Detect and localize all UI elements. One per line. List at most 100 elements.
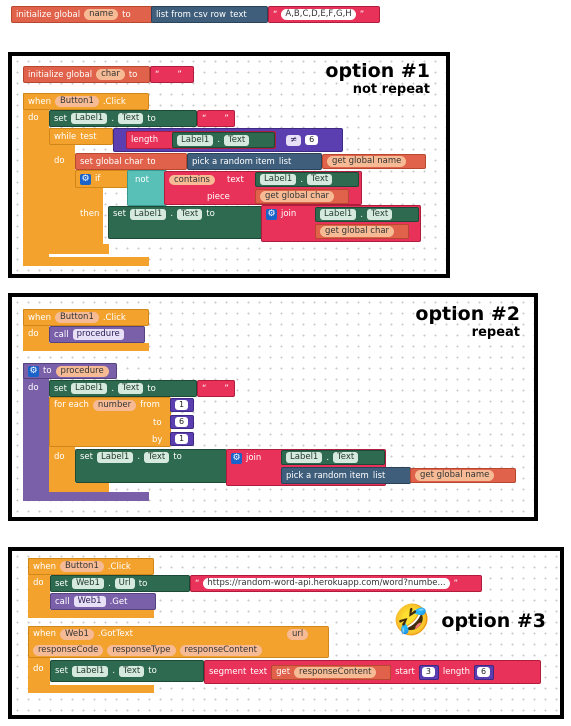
get-response-content-block[interactable]: get responseContent: [271, 664, 392, 680]
get-global-name-field[interactable]: get global name: [327, 156, 407, 167]
pick-random-item-block[interactable]: pick a random item list: [281, 467, 411, 484]
get-global-char-block[interactable]: get global char: [315, 224, 409, 239]
for-each-number-block[interactable]: for each number from: [49, 397, 171, 447]
param-code-field[interactable]: responseCode: [33, 644, 104, 656]
set-label1-text-block[interactable]: set Label1 . Text to: [50, 660, 204, 682]
global-var-char-field[interactable]: char: [96, 69, 125, 80]
loop-var-field[interactable]: number: [92, 400, 137, 411]
empty-text-block[interactable]: “”: [197, 380, 235, 397]
property-dropdown[interactable]: Text: [119, 665, 145, 677]
property-dropdown[interactable]: Text: [224, 134, 250, 146]
url-text-block[interactable]: “ https://random-word-api.herokuapp.com/…: [190, 575, 482, 592]
property-dropdown[interactable]: Text: [118, 383, 144, 394]
number-field[interactable]: 3: [421, 667, 435, 677]
not-block[interactable]: not: [127, 170, 167, 206]
if-block[interactable]: ⚙ if: [75, 170, 129, 188]
gear-icon[interactable]: ⚙: [28, 365, 39, 377]
property-dropdown[interactable]: Text: [118, 113, 144, 124]
call-procedure-block[interactable]: call procedure: [49, 326, 145, 343]
component-dropdown[interactable]: Label1: [71, 113, 108, 124]
when-button1-click-event[interactable]: when Button1 .Click: [23, 93, 149, 110]
empty-text-block[interactable]: “ ”: [150, 66, 194, 83]
to-procedure-block[interactable]: ⚙ to procedure: [23, 363, 117, 379]
component-dropdown[interactable]: Label1: [72, 665, 109, 677]
segment-block[interactable]: segment text get responseContent start 3…: [204, 660, 541, 684]
property-dropdown[interactable]: Text: [333, 452, 359, 463]
gear-icon[interactable]: ⚙: [266, 209, 277, 220]
gear-icon[interactable]: ⚙: [231, 453, 242, 464]
set-label1-text-block[interactable]: set Label1 . Text to: [49, 110, 197, 127]
component-dropdown[interactable]: Label1: [71, 383, 108, 394]
empty-text-block[interactable]: “”: [197, 110, 235, 127]
number-field[interactable]: 6: [175, 417, 189, 427]
component-field[interactable]: Web1: [59, 629, 94, 640]
component-dropdown[interactable]: Web1: [72, 578, 104, 589]
get-global-char-field[interactable]: get global char: [320, 226, 395, 237]
while-test-block[interactable]: while test: [49, 128, 113, 145]
component-field[interactable]: Button1: [59, 561, 104, 572]
get-global-name-field[interactable]: get global name: [415, 470, 495, 481]
property-dropdown[interactable]: Text: [367, 209, 393, 220]
label1-text-getter[interactable]: Label1 . Text: [172, 132, 275, 148]
init-global-char-block[interactable]: initialize global char to: [23, 66, 150, 83]
label1-text-getter[interactable]: Label1 . Text: [281, 450, 385, 465]
get-global-name-block[interactable]: get global name: [410, 468, 516, 483]
gear-icon[interactable]: ⚙: [80, 173, 91, 185]
pick-random-item-block[interactable]: pick a random item list: [187, 153, 322, 170]
component-dropdown[interactable]: Label1: [97, 452, 134, 463]
number-six-field[interactable]: 6: [305, 135, 319, 145]
number-field[interactable]: 6: [476, 667, 491, 677]
do-label: do: [28, 383, 39, 393]
get-global-name-block[interactable]: get global name: [322, 154, 426, 169]
param-content-field[interactable]: responseContent: [179, 644, 262, 656]
global-var-name-field[interactable]: name: [84, 9, 119, 20]
param-url-field[interactable]: url: [286, 629, 309, 640]
procedure-dropdown[interactable]: procedure: [72, 329, 124, 340]
property-dropdown[interactable]: Text: [307, 174, 333, 185]
component-dropdown[interactable]: Web1: [73, 596, 106, 607]
number-from-block[interactable]: 1: [170, 398, 194, 412]
get-global-char-field[interactable]: get global char: [260, 191, 335, 202]
neq-operator[interactable]: ≠ 6: [282, 132, 340, 148]
component-field[interactable]: Button1: [54, 96, 99, 107]
when-button1-click-event[interactable]: when Button1 .Click: [23, 309, 149, 326]
csv-text-block[interactable]: “ A,B,C,D,E,F,G,H ”: [268, 6, 380, 23]
start-number-block[interactable]: 3: [418, 664, 439, 680]
set-label1-text-block[interactable]: set Label1 . Text to: [108, 206, 263, 239]
length-number-block[interactable]: 6: [473, 664, 494, 680]
when-button1-click-event[interactable]: when Button1 .Click: [28, 558, 154, 575]
set-global-char-block[interactable]: set global char to: [75, 153, 187, 170]
label1-text-getter[interactable]: Label1 . Text: [315, 207, 419, 222]
component-field[interactable]: Button1: [54, 312, 99, 323]
property-dropdown[interactable]: Text: [177, 209, 203, 220]
set-label1-text-block[interactable]: set Label1 . Text to: [49, 380, 197, 397]
component-dropdown[interactable]: Label1: [177, 134, 214, 146]
when-web1-gottext-event[interactable]: when Web1 .GotText url responseCode resp…: [28, 626, 329, 658]
foreach-frame-bottom: [49, 483, 109, 492]
set-web1-url-block[interactable]: set Web1 . Url to: [50, 575, 190, 592]
component-dropdown[interactable]: Label1: [286, 452, 323, 463]
label1-text-getter[interactable]: Label1 . Text: [255, 172, 359, 187]
init-global-name-block[interactable]: initialize global name to: [11, 6, 153, 23]
contains-dropdown[interactable]: contains: [169, 175, 215, 185]
url-text-field[interactable]: https://random-word-api.herokuapp.com/wo…: [203, 578, 450, 589]
number-field[interactable]: 1: [175, 400, 189, 410]
number-field[interactable]: 1: [175, 434, 189, 444]
property-dropdown[interactable]: Text: [144, 452, 170, 463]
param-type-field[interactable]: responseType: [107, 644, 176, 656]
csv-text-field[interactable]: A,B,C,D,E,F,G,H: [281, 9, 356, 20]
list-from-csv-row-block[interactable]: list from csv row text: [151, 6, 268, 23]
number-by-block[interactable]: 1: [170, 432, 194, 446]
procedure-name-field[interactable]: procedure: [55, 365, 109, 377]
operator-dropdown[interactable]: ≠: [286, 134, 302, 146]
set-label1-text-block[interactable]: set Label1 . Text to: [75, 449, 227, 483]
length-label: length: [442, 667, 470, 677]
property-dropdown[interactable]: Url: [114, 578, 135, 589]
call-web1-get-block[interactable]: call Web1 .Get: [50, 593, 156, 610]
get-global-char-block[interactable]: get global char: [255, 189, 349, 204]
get-content-field[interactable]: responseContent: [294, 666, 377, 678]
component-dropdown[interactable]: Label1: [260, 174, 297, 185]
component-dropdown[interactable]: Label1: [320, 209, 357, 220]
number-to-block[interactable]: 6: [170, 415, 194, 429]
component-dropdown[interactable]: Label1: [130, 209, 167, 220]
